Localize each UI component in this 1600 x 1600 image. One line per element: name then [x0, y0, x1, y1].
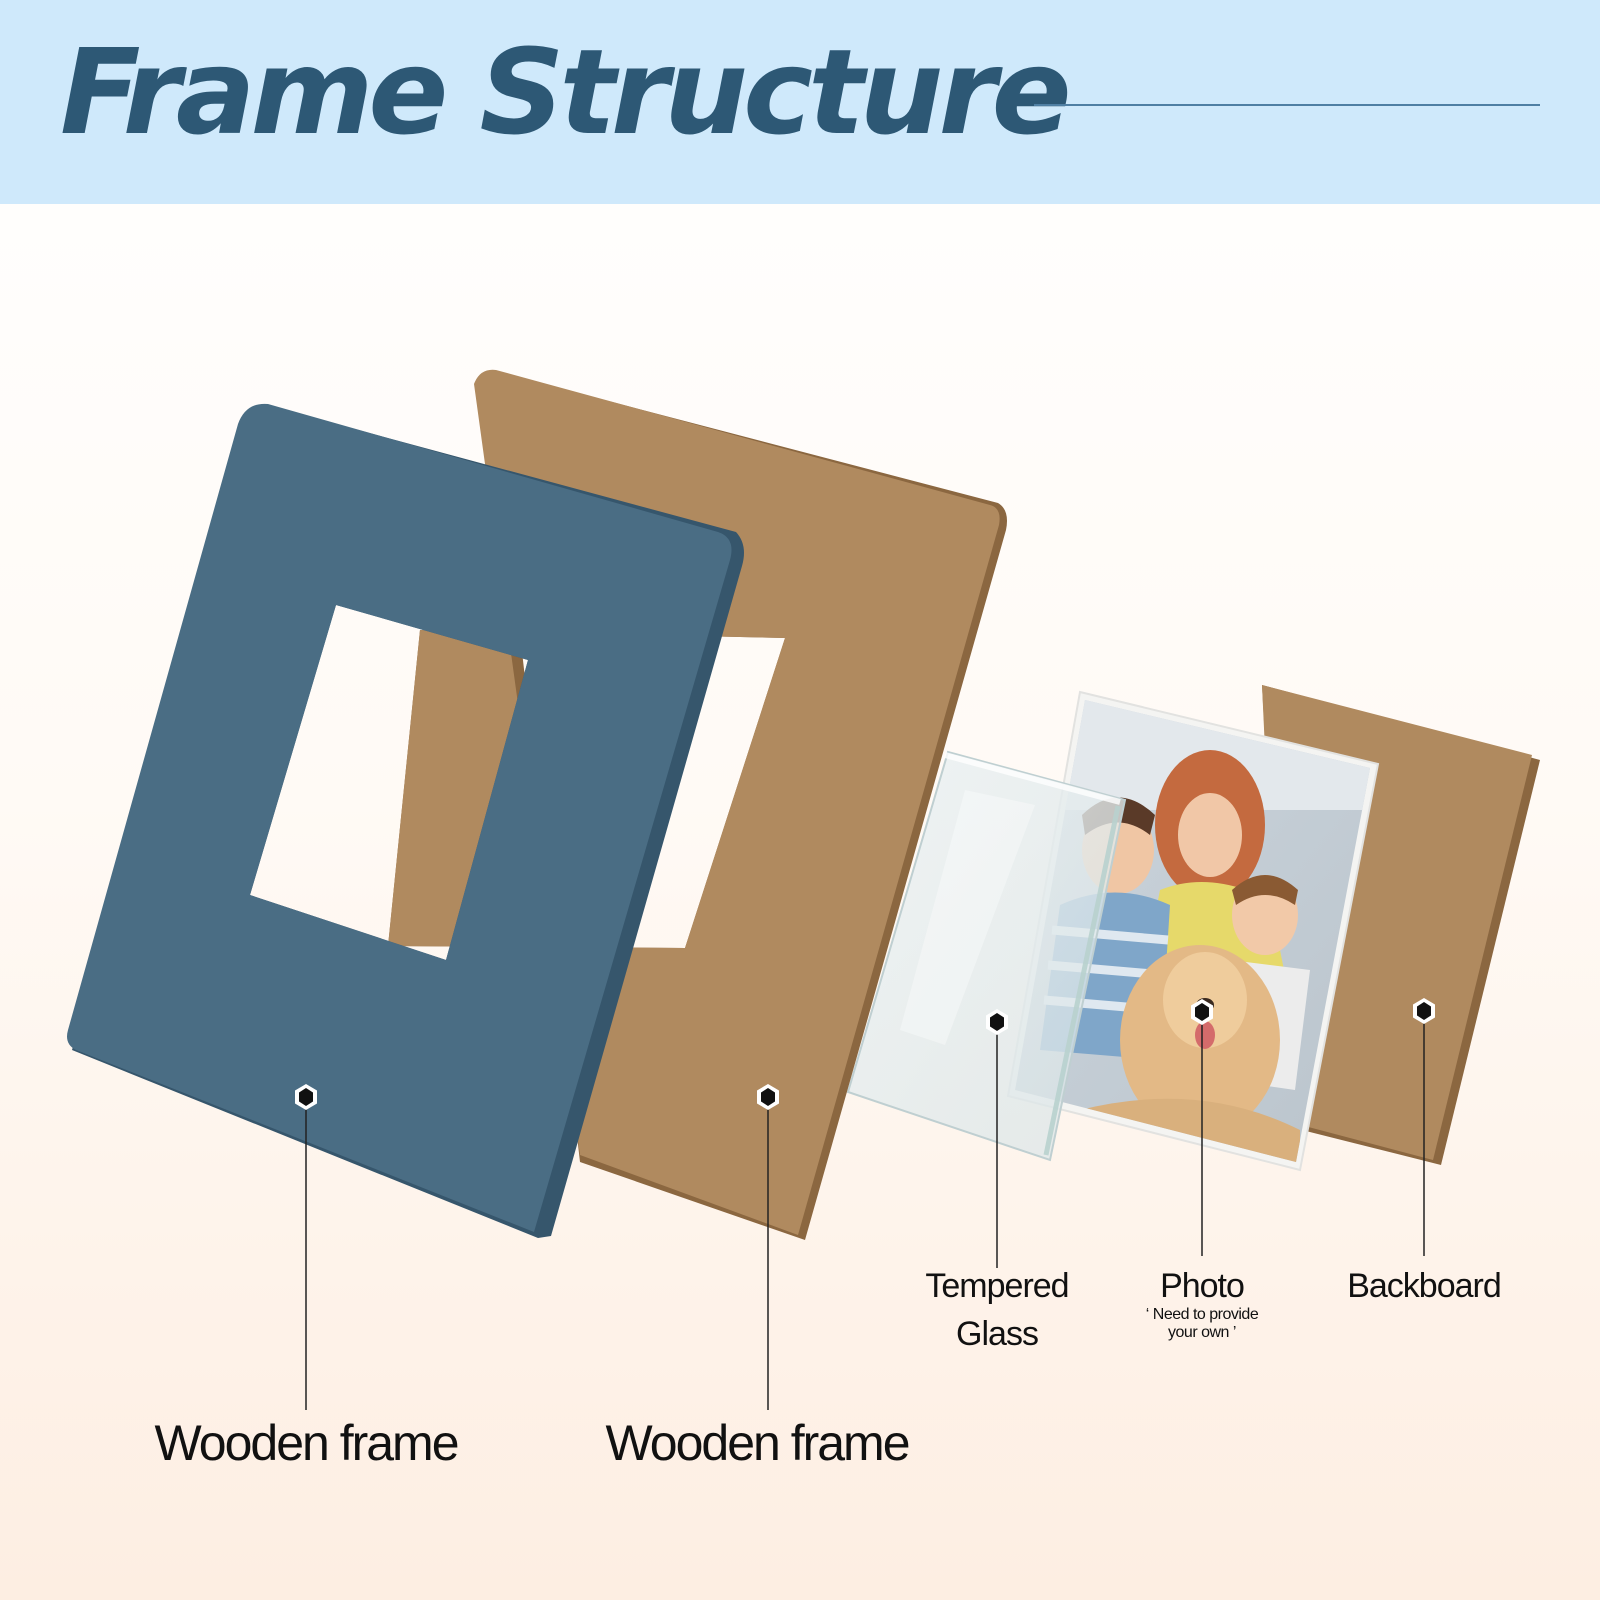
- marker-wooden-frame-2: [757, 1084, 779, 1110]
- label-wooden-frame-2: Wooden frame: [605, 1415, 910, 1471]
- header-banner: Frame Structure: [0, 0, 1600, 204]
- label-tempered-glass-line-1: Tempered: [925, 1267, 1069, 1305]
- label-tempered-glass-line-2: Glass: [956, 1315, 1039, 1353]
- label-photo-note-line-2: your own ’: [1168, 1324, 1236, 1341]
- marker-wooden-frame-1: [295, 1084, 317, 1110]
- tempered-glass-pane: [846, 750, 1127, 1162]
- callout-lines: [305, 1011, 1425, 1410]
- label-backboard: Backboard: [1347, 1267, 1502, 1305]
- header-rule: [1034, 104, 1540, 106]
- label-tempered-glass: Tempered Glass: [877, 1262, 1117, 1358]
- label-wooden-frame-1: Wooden frame: [154, 1415, 459, 1471]
- label-photo-note-line-1: ‘ Need to provide: [1145, 1306, 1259, 1323]
- label-photo-note: ‘ Need to provide your own ’: [1102, 1306, 1302, 1342]
- photo-print: [1006, 690, 1380, 1172]
- label-photo: Photo: [1160, 1267, 1245, 1305]
- wooden-frame-blue: [67, 403, 744, 1238]
- marker-photo: [1191, 999, 1213, 1025]
- marker-backboard: [1413, 998, 1435, 1024]
- marker-tempered-glass: [986, 1009, 1008, 1035]
- page-title: Frame Structure: [60, 23, 1072, 161]
